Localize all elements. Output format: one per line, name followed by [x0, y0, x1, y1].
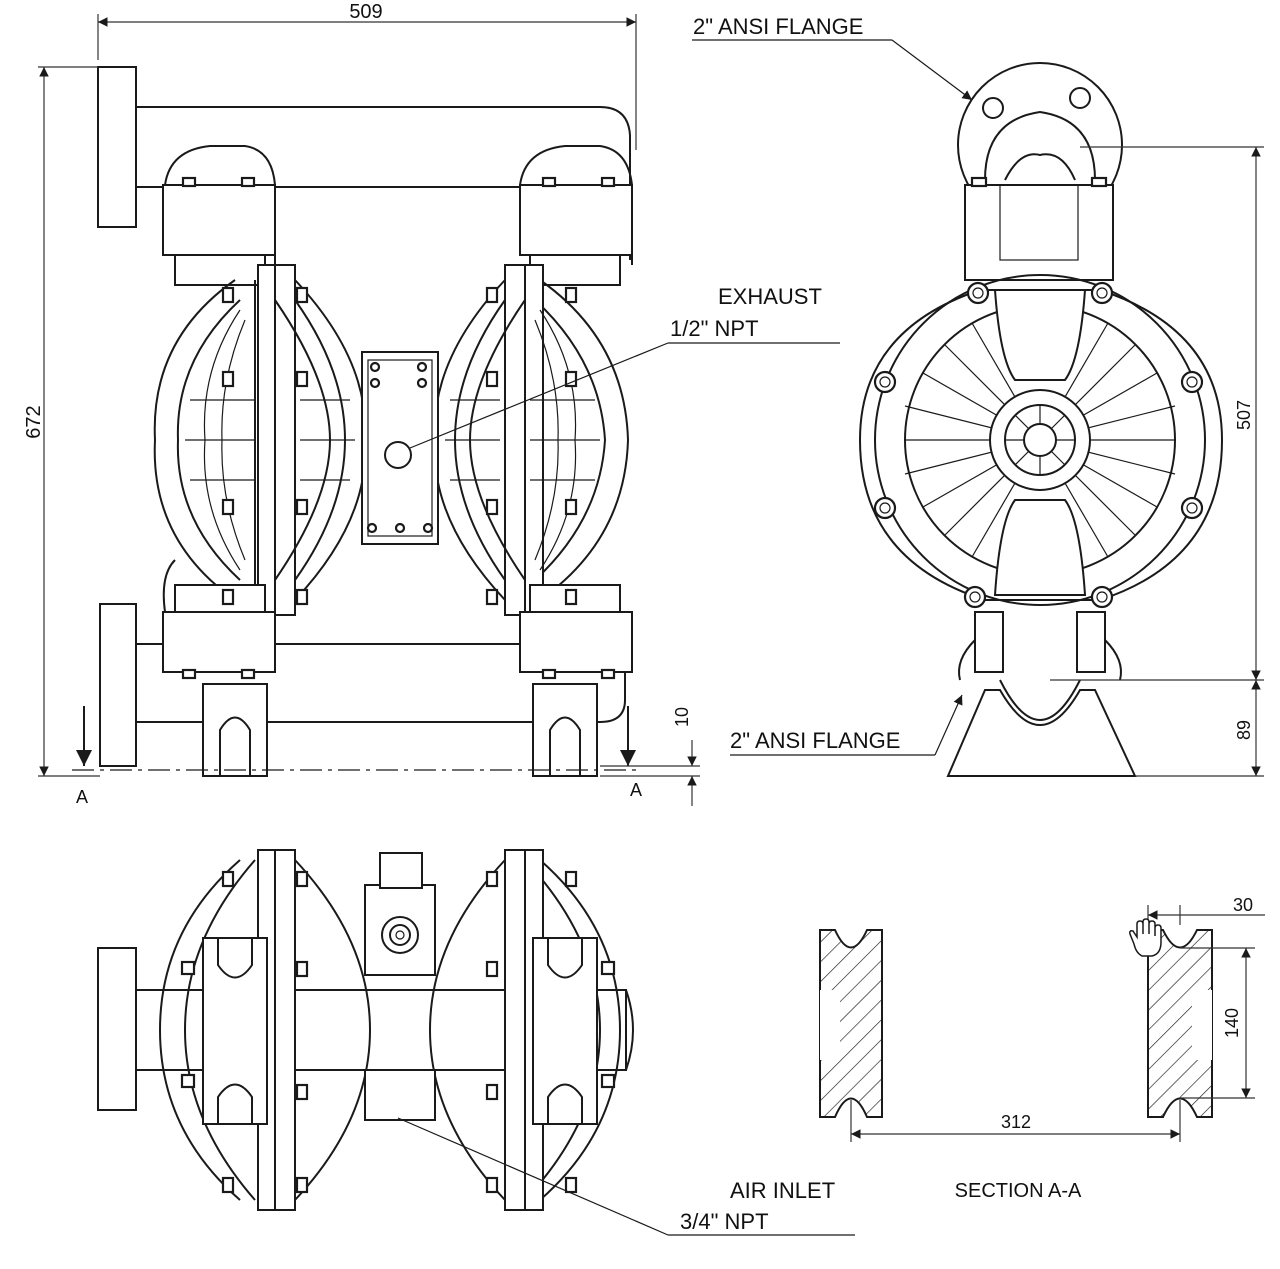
exhaust-label: EXHAUST	[718, 284, 822, 309]
side-view: 2" ANSI FLANGE 2" ANSI FLANGE 507 89	[692, 14, 1264, 777]
section-view: 30 140 312 SECTION A-A	[819, 895, 1265, 1202]
bolt-group-left	[181, 176, 309, 680]
section-title: SECTION A-A	[955, 1180, 1082, 1202]
top-view-bolts	[180, 870, 616, 1194]
front-view: A A 509 672 10 EXHAUST 1/2" NPT	[23, 1, 840, 807]
bolt-group-right	[485, 176, 616, 680]
side-bolts	[873, 281, 1204, 609]
dim-foot-height: 10	[672, 707, 692, 727]
bottom-flange-label: 2" ANSI FLANGE	[730, 728, 900, 753]
section-marker-right: A	[630, 780, 642, 800]
dim-overall-height: 672	[23, 405, 45, 438]
top-flange-label: 2" ANSI FLANGE	[693, 14, 863, 39]
air-inlet-label: AIR INLET	[730, 1178, 835, 1203]
air-inlet-npt-label: 3/4" NPT	[680, 1209, 769, 1234]
exhaust-npt-label: 1/2" NPT	[670, 316, 759, 341]
dim-foot-spacing: 312	[1001, 1112, 1031, 1132]
dim-overall-width: 509	[349, 1, 382, 23]
dim-slot-height: 140	[1222, 1008, 1242, 1038]
top-view: AIR INLET 3/4" NPT	[97, 849, 855, 1236]
hand-cursor-icon	[1129, 918, 1162, 957]
dim-slot-width: 30	[1233, 895, 1253, 915]
dim-base-height: 89	[1234, 720, 1254, 740]
dim-side-height: 507	[1234, 400, 1254, 430]
section-marker-left: A	[76, 787, 88, 807]
exhaust-port	[384, 441, 412, 469]
